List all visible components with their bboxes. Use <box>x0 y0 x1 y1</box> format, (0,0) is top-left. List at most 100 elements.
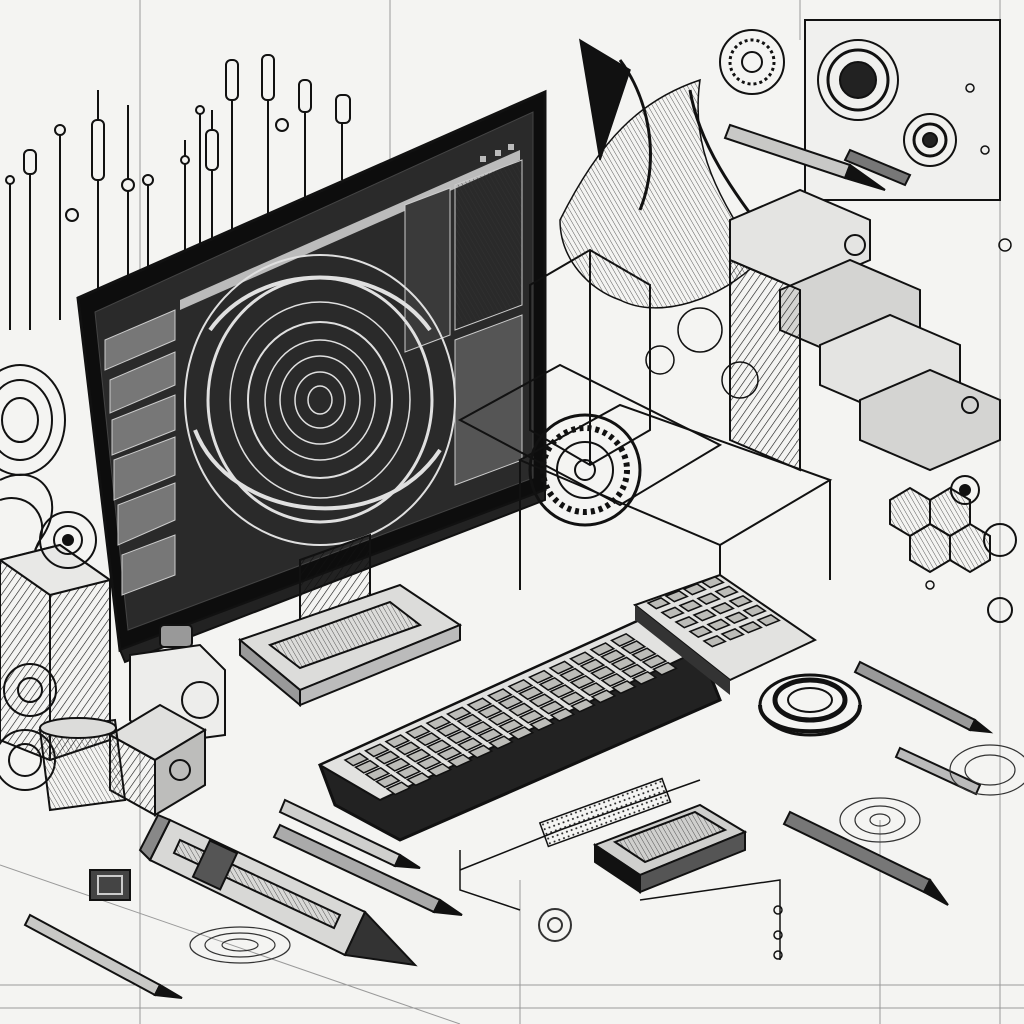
keyboard-key <box>445 706 472 721</box>
keyboard-key <box>425 715 452 730</box>
keyboard-key <box>558 667 585 682</box>
keyboard-key <box>477 728 504 743</box>
keypad-key <box>696 592 721 605</box>
keyboard-key <box>364 766 391 781</box>
keypad-key <box>742 604 767 617</box>
probe-antennas <box>5 54 351 330</box>
keyboard-key <box>456 737 483 752</box>
keyboard-key <box>579 682 606 697</box>
keyboard-key <box>589 642 616 657</box>
fountain-pen <box>138 813 418 967</box>
keyboard-key <box>609 632 636 647</box>
keyboard-key <box>610 656 637 671</box>
keyboard-key <box>426 762 453 777</box>
keyboard-key <box>548 660 575 675</box>
keyboard-key <box>436 746 463 761</box>
keyboard-key <box>384 734 411 749</box>
keypad-key <box>692 609 717 622</box>
keypad-keys <box>646 576 781 648</box>
keyboard-key <box>405 748 432 763</box>
gear-cluster-right <box>844 234 1017 623</box>
keypad-key <box>714 585 739 598</box>
keyboard-key <box>404 724 431 739</box>
drum-object <box>38 717 127 812</box>
gear-cluster-left <box>0 511 97 791</box>
keypad-key <box>674 616 699 629</box>
keypad-key <box>728 595 753 608</box>
keyboard-key <box>508 726 535 741</box>
target-disc <box>719 29 785 95</box>
keypad-key <box>710 602 735 615</box>
keyboard-key <box>446 753 473 768</box>
keyboard-key <box>569 698 596 713</box>
keyboard-key <box>467 744 494 759</box>
keyboard-key <box>374 750 401 765</box>
monitor-stand <box>237 533 463 708</box>
keypad <box>632 573 818 695</box>
keypad-key <box>688 625 713 638</box>
keyboard-key <box>395 764 422 779</box>
stairs <box>729 188 1001 472</box>
chip-device <box>592 803 748 894</box>
keyboard-key <box>353 759 380 774</box>
keyboard-key <box>528 693 555 708</box>
keyboard-key <box>620 640 647 655</box>
keyboard-key <box>518 709 545 724</box>
screen-circle-graphic <box>184 254 456 546</box>
keyboard-key <box>568 651 595 666</box>
keyboard-key <box>476 704 503 719</box>
keyboard-key <box>589 665 616 680</box>
screen-toolbar <box>180 144 520 310</box>
keypad-key <box>738 621 763 634</box>
keyboard-key <box>538 676 565 691</box>
ripple-rings <box>189 744 1024 964</box>
keypad-key <box>664 590 689 603</box>
keyboard-key <box>446 730 473 745</box>
keyboard-key <box>610 680 637 695</box>
keyboard-key <box>405 772 432 787</box>
keyboard-key <box>456 713 483 728</box>
keyboard-key <box>466 697 493 712</box>
pencil-left <box>23 913 183 999</box>
keyboard-keys <box>343 632 678 796</box>
keyboard-key <box>548 684 575 699</box>
pencil-right <box>782 660 994 906</box>
keyboard-key <box>343 752 370 767</box>
keyboard-key <box>487 711 514 726</box>
gear-wheel-center <box>528 413 642 527</box>
pencil-top <box>723 123 912 191</box>
keyboard-key <box>507 702 534 717</box>
keypad-key <box>756 614 781 627</box>
keyboard <box>317 618 722 842</box>
keyboard-key <box>363 743 390 758</box>
keypad-key <box>724 611 749 624</box>
keyboard-key <box>620 663 647 678</box>
keyboard-key <box>394 741 421 756</box>
hex-cluster <box>889 486 991 574</box>
mechanism-mass <box>559 38 772 399</box>
keypad-key <box>682 583 707 596</box>
keyboard-key <box>631 670 658 685</box>
keyboard-key <box>527 669 554 684</box>
keyboard-key <box>538 700 565 715</box>
keyboard-key <box>549 707 576 722</box>
keyboard-key <box>528 716 555 731</box>
keyboard-key <box>600 672 627 687</box>
circuit-traces <box>459 83 1012 960</box>
keyboard-key <box>384 757 411 772</box>
keyboard-key <box>497 718 524 733</box>
keyboard-key <box>579 658 606 673</box>
keypad-key <box>646 597 671 610</box>
keyboard-key <box>425 739 452 754</box>
keyboard-key <box>487 735 514 750</box>
keypad-key <box>702 635 727 648</box>
keyboard-key <box>651 661 678 676</box>
keyboard-key <box>641 654 668 669</box>
keypad-key <box>706 618 731 631</box>
keyboard-key <box>466 720 493 735</box>
keypad-key <box>678 599 703 612</box>
pencil-middle <box>272 798 463 916</box>
keyboard-key <box>590 689 617 704</box>
keyboard-key <box>415 755 442 770</box>
